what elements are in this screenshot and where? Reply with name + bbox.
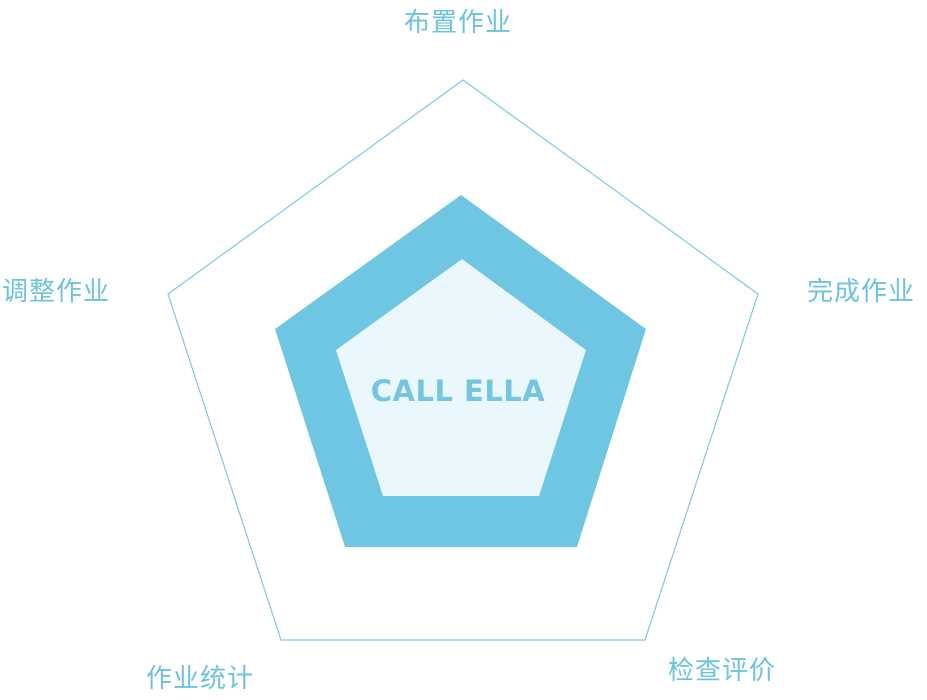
vertex-label-left: 调整作业 <box>2 277 111 307</box>
inner-pentagon <box>336 259 586 496</box>
vertex-label-top: 布置作业 <box>404 8 513 38</box>
vertex-label-bottom-right: 检查评价 <box>668 656 777 686</box>
outer-pentagon <box>167 79 759 641</box>
vertex-label-bottom-left: 作业统计 <box>146 664 255 694</box>
vertex-label-right: 完成作业 <box>807 277 916 307</box>
center-label: CALL ELLA <box>370 374 546 408</box>
